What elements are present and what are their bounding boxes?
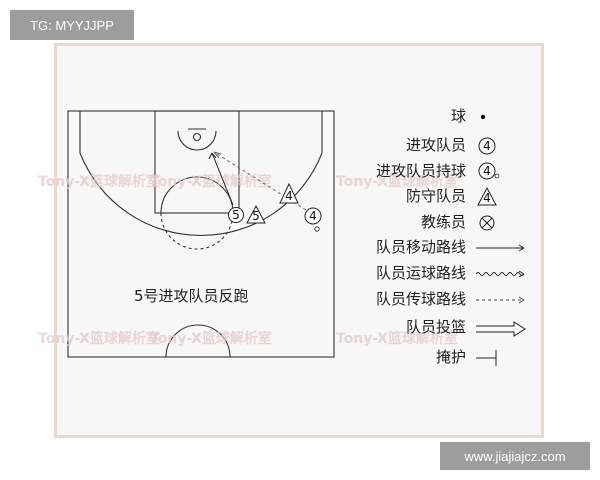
three-point-arc [79, 111, 323, 236]
play-caption: 5号进攻队员反跑 [134, 287, 249, 305]
watermark-left-edge-lower: Tony-X篮球解析室 [38, 330, 160, 347]
watermark-court: Tony-X篮球解析室 [150, 173, 272, 190]
svg-text:5: 5 [252, 209, 260, 223]
court [67, 110, 335, 358]
offense-player-5: 5 [228, 207, 244, 223]
svg-text:4: 4 [285, 189, 293, 203]
watermark-court-lower: Tony-X篮球解析室 [150, 330, 272, 347]
free-throw-circle-bottom [160, 212, 234, 250]
restricted-arc [177, 130, 217, 151]
cut-path-5 [211, 152, 234, 206]
legend-ball-label: 球 [451, 107, 466, 125]
legend: 球 进攻队员 4 进攻队员持球 4 防守队员 4 教练员 队员移动路线 队员运球… [376, 107, 526, 366]
svg-text:5: 5 [232, 208, 240, 222]
top-tag: TG: MYYJJPP [10, 10, 134, 40]
pass-path-arrowhead [213, 151, 222, 159]
legend-move-symbol [476, 244, 525, 252]
legend-coach-label: 教练员 [421, 213, 466, 231]
legend-offense-symbol [478, 137, 496, 155]
legend-defense-symbol [477, 186, 497, 206]
defense-player-5: 5 [246, 204, 266, 224]
watermark-legend: Tony-X篮球解析室 [336, 173, 458, 190]
ball-marker [314, 226, 320, 232]
legend-offense-with-ball-label: 进攻队员持球 [376, 162, 466, 180]
svg-text:4: 4 [483, 164, 491, 178]
legend-screen-label: 掩护 [436, 348, 466, 366]
legend-offense-with-ball-symbol [478, 162, 496, 180]
watermark-left-edge: Tony-X篮球解析室 [38, 173, 160, 190]
legend-move-label: 队员移动路线 [376, 238, 466, 256]
legend-screen-symbol [476, 350, 497, 366]
site-url-badge: www.jiajiajcz.com [440, 442, 590, 470]
legend-defense-label: 防守队员 [406, 187, 466, 205]
legend-dribble-label: 队员运球路线 [376, 264, 466, 282]
watermark-legend-lower: Tony-X篮球解析室 [336, 330, 458, 347]
svg-text:4: 4 [483, 139, 491, 153]
center-circle-half [165, 324, 231, 358]
svg-text:4: 4 [483, 191, 491, 205]
diagram-frame [54, 43, 544, 438]
svg-text:4: 4 [309, 209, 317, 223]
legend-pass-label: 队员传球路线 [376, 290, 466, 308]
legend-shot-symbol [476, 321, 526, 337]
court-boundary [67, 110, 335, 358]
legend-dribble-symbol [475, 270, 525, 278]
defense-player-4: 4 [279, 182, 299, 204]
basket-hoop [192, 132, 202, 142]
legend-offense-label: 进攻队员 [406, 136, 466, 154]
legend-shot-label: 队员投篮 [406, 318, 466, 336]
offense-player-4-with-ball: 4 [304, 207, 322, 232]
legend-pass-symbol [476, 296, 525, 304]
legend-ball-symbol [480, 114, 486, 120]
legend-coach-symbol [479, 215, 495, 231]
paint-lane [154, 110, 240, 214]
cut-path-arrowhead [208, 152, 217, 160]
